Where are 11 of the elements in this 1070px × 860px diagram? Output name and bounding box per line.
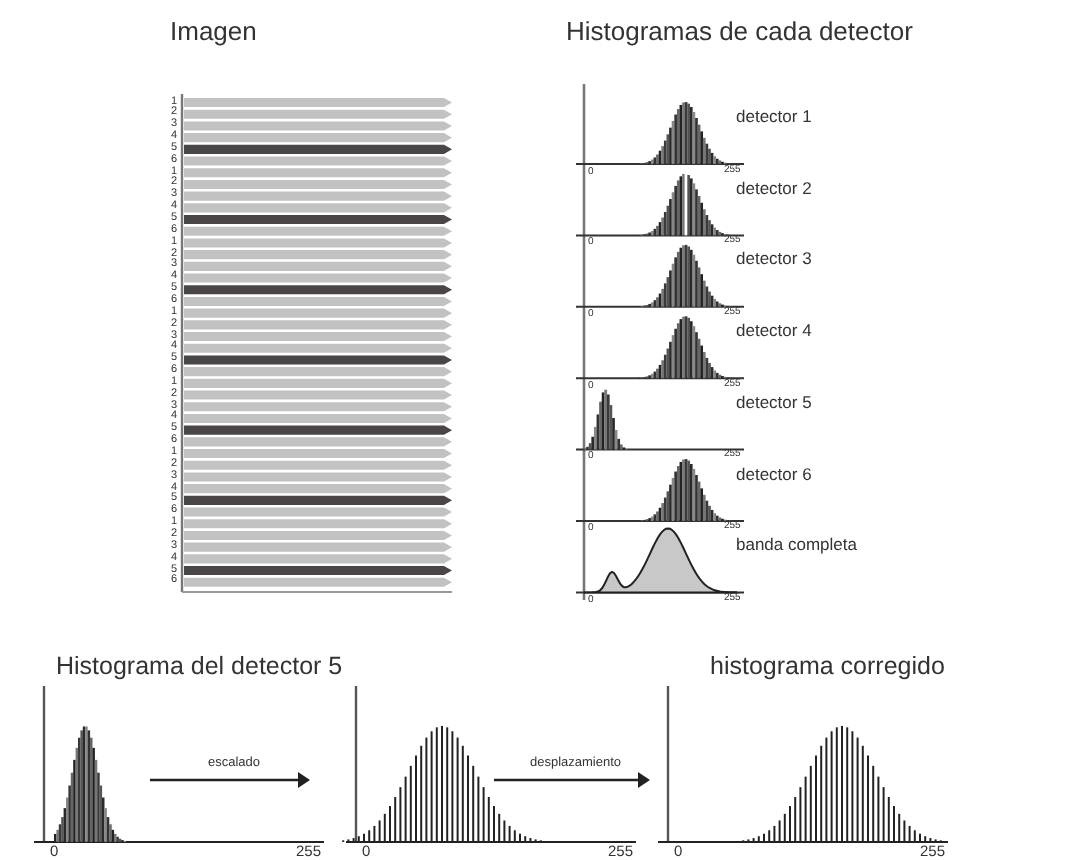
histogram-label: detector 6 [736, 465, 812, 482]
histogram-label: banda completa [736, 536, 857, 554]
histogram-label: detector 3 [736, 250, 812, 268]
chart-title: histograma corregido [710, 654, 945, 679]
section-title: Histogramas de cada detector [566, 18, 913, 44]
section-title: Imagen [170, 18, 257, 44]
chart-title: Histograma del detector 5 [56, 654, 343, 679]
histogram-label: detector 5 [736, 393, 812, 411]
histogram-label: detector 4 [736, 322, 812, 340]
histogram-label: detector 1 [736, 108, 812, 125]
histogram-label: detector 2 [736, 179, 812, 197]
